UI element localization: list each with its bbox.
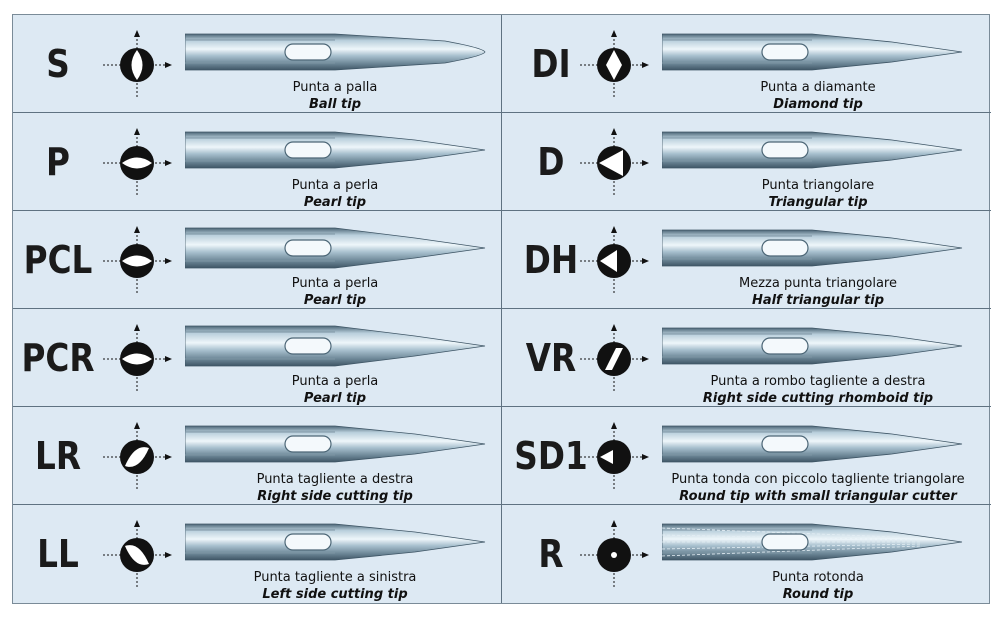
caption-english: Ball tip xyxy=(308,97,362,112)
point-code: PCL xyxy=(23,237,93,282)
point-code: VR xyxy=(525,335,577,380)
needle-image xyxy=(185,523,486,561)
point-code: LR xyxy=(34,433,81,478)
cross-section-icon xyxy=(580,225,649,293)
caption-italian: Punta a rombo tagliente a destra xyxy=(710,374,926,389)
cross-section-icon xyxy=(103,520,172,587)
cross-section-icon xyxy=(580,29,649,97)
caption-italian: Punta triangolare xyxy=(761,178,875,193)
caption-english: Right side cutting tip xyxy=(257,489,413,504)
caption-italian: Punta a diamante xyxy=(760,80,876,95)
caption-english: Triangular tip xyxy=(768,195,868,210)
cross-section-icon xyxy=(103,29,172,97)
cross-section-icon xyxy=(103,225,172,293)
point-code: S xyxy=(46,41,70,86)
needle-image xyxy=(185,425,486,463)
needle-image xyxy=(185,325,486,367)
caption-italian: Punta rotonda xyxy=(772,570,864,585)
cross-section-icon xyxy=(103,421,172,489)
needle-image xyxy=(662,131,963,169)
needle-image xyxy=(662,523,963,561)
needle-image xyxy=(662,327,963,365)
caption-italian: Punta a perla xyxy=(291,374,379,389)
caption-english: Half triangular tip xyxy=(751,293,885,308)
caption: Punta tonda con piccolo tagliente triang… xyxy=(658,471,978,505)
caption-italian: Punta a perla xyxy=(291,276,379,291)
caption-italian: Punta tonda con piccolo tagliente triang… xyxy=(671,472,965,487)
table-cell-sd1: SD1 Punta tonda con piccolo tagliente tr… xyxy=(502,407,991,505)
cross-section-icon xyxy=(580,323,649,391)
point-code: D xyxy=(537,139,565,184)
caption-english: Right side cutting rhomboid tip xyxy=(702,391,934,406)
cross-section-icon xyxy=(580,421,649,489)
caption-italian: Punta a perla xyxy=(291,178,379,193)
cross-section-icon xyxy=(580,520,649,587)
caption-english: Left side cutting tip xyxy=(262,587,408,602)
point-code: P xyxy=(46,139,70,184)
cross-section-icon xyxy=(103,323,172,391)
cross-section-icon xyxy=(103,127,172,195)
point-code: PCR xyxy=(21,335,95,380)
point-code: DI xyxy=(531,41,571,86)
caption-english: Diamond tip xyxy=(773,97,863,112)
caption-english: Pearl tip xyxy=(303,391,367,406)
needle-image xyxy=(662,229,963,267)
caption-english: Pearl tip xyxy=(303,293,367,308)
point-code: LL xyxy=(37,532,79,576)
needle-image xyxy=(185,131,486,169)
caption-english: Round tip with small triangular cutter xyxy=(679,489,957,504)
needle-image xyxy=(185,33,486,71)
point-code: SD1 xyxy=(514,433,588,478)
needle-image xyxy=(662,33,963,71)
needle-image xyxy=(185,227,486,269)
caption-english: Pearl tip xyxy=(303,195,367,210)
caption-italian: Punta a palla xyxy=(292,80,378,95)
caption-italian: Mezza punta triangolare xyxy=(739,276,897,291)
point-code: DH xyxy=(523,237,579,282)
point-code: R xyxy=(538,532,564,576)
caption-english: Round tip xyxy=(782,587,854,602)
needle-image xyxy=(662,425,963,463)
caption-italian: Punta tagliente a destra xyxy=(256,472,414,487)
cross-section-icon xyxy=(580,127,649,195)
caption-italian: Punta tagliente a sinistra xyxy=(253,570,417,585)
